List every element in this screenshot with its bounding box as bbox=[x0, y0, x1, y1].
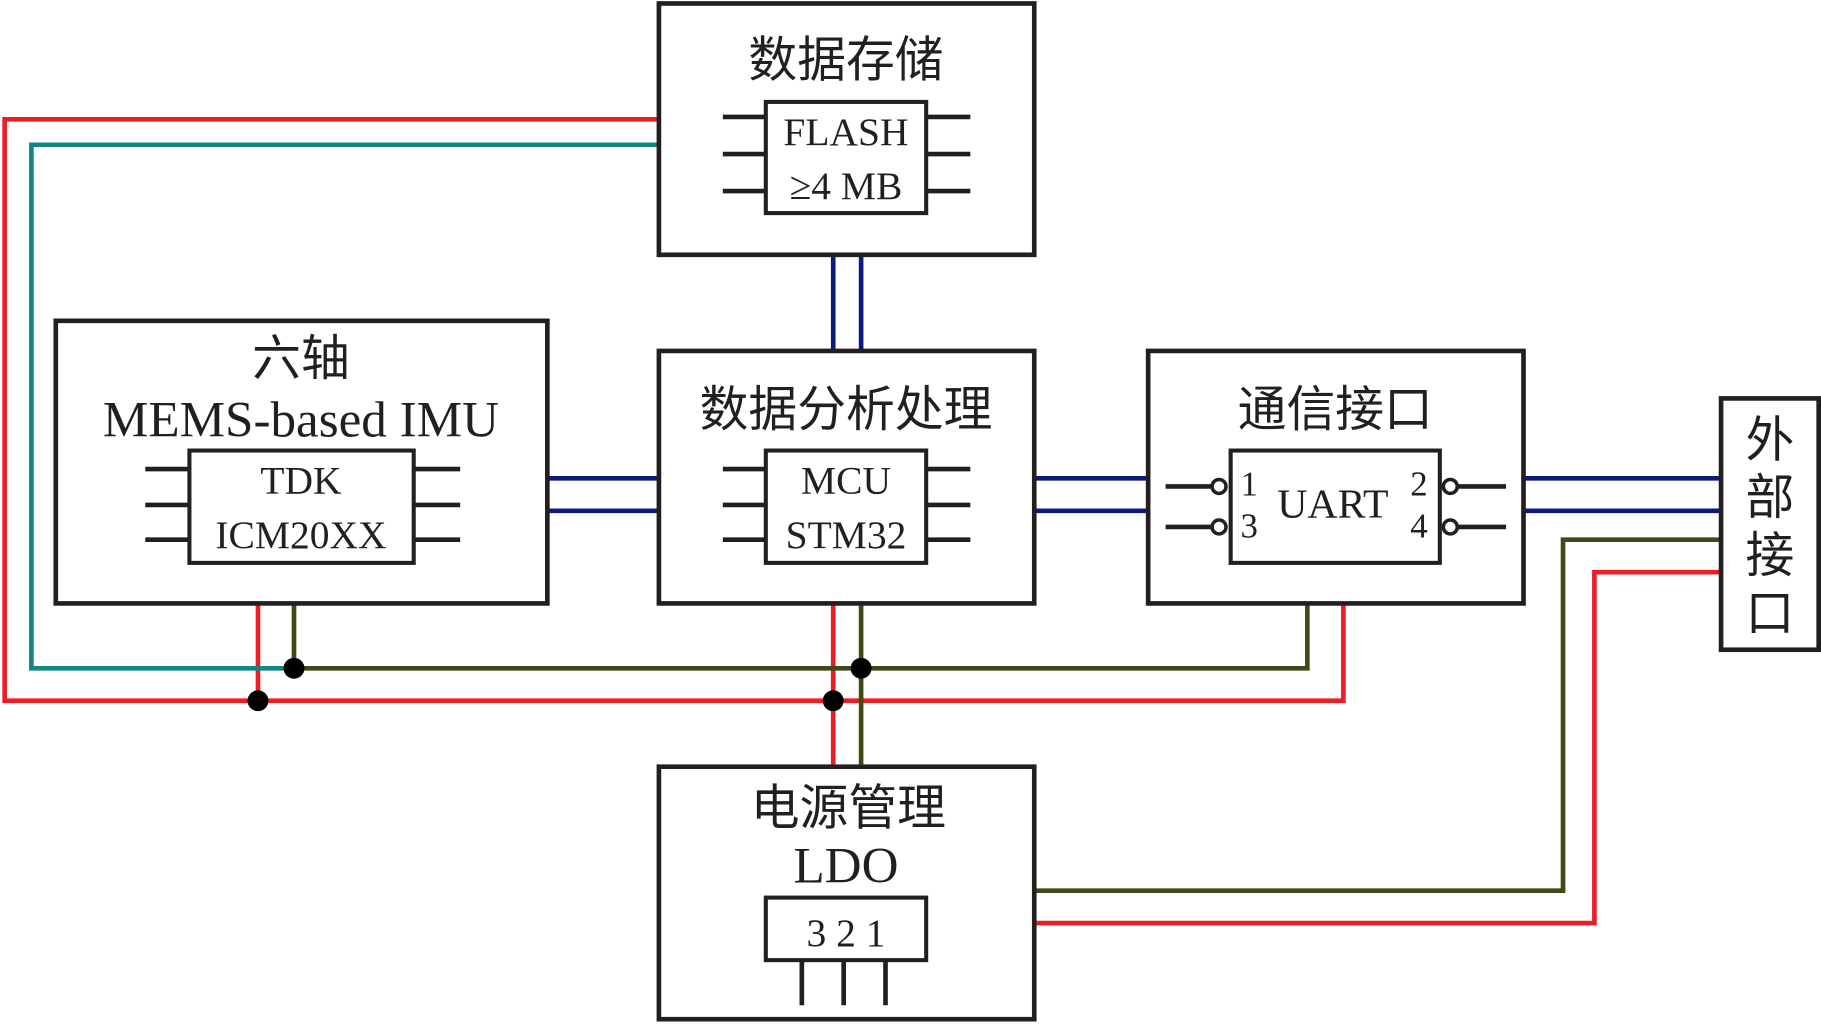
junction-dot bbox=[822, 690, 844, 712]
bus-imu-mcu bbox=[547, 476, 659, 514]
imu-chip-model: ICM20XX bbox=[215, 513, 386, 557]
uart-pin-1: 1 bbox=[1241, 465, 1258, 504]
flash-size: ≥4 MB bbox=[790, 164, 903, 208]
power-title: 电源管理 bbox=[751, 781, 946, 837]
bus-comm-external bbox=[1523, 476, 1722, 514]
bus-storage-mcu bbox=[830, 254, 864, 351]
external-title-char: 接 bbox=[1745, 528, 1794, 584]
power-wire-storage bbox=[2, 116, 1346, 704]
uart-chip bbox=[1228, 448, 1442, 565]
junction-dot bbox=[850, 657, 872, 679]
ldo-chip bbox=[763, 895, 929, 963]
ground-wire-external bbox=[1034, 537, 1722, 893]
power-wire-external bbox=[1034, 569, 1722, 926]
imu-chip-vendor: TDK bbox=[260, 458, 342, 502]
uart-pin-3: 3 bbox=[1241, 506, 1258, 545]
storage-block: 数据存储 FLASH ≥4 MB bbox=[656, 1, 1037, 258]
imu-subtitle: MEMS-based IMU bbox=[103, 393, 499, 449]
bus-mcu-comm bbox=[1034, 476, 1149, 514]
junction-dot bbox=[247, 690, 269, 712]
comm-block: 通信接口 UART 1 2 3 4 bbox=[1145, 348, 1526, 606]
mcu-chip bbox=[763, 448, 929, 565]
external-title-char: 口 bbox=[1745, 586, 1794, 642]
mcu-title: 数据分析处理 bbox=[700, 382, 993, 438]
imu-chip bbox=[187, 448, 416, 565]
mcu-chip-model: STM32 bbox=[786, 513, 907, 557]
flash-label: FLASH bbox=[783, 110, 908, 154]
imu-title: 六轴 bbox=[252, 331, 350, 387]
power-subtitle: LDO bbox=[793, 839, 898, 895]
mcu-chip-label: MCU bbox=[801, 458, 891, 502]
storage-title: 数据存储 bbox=[748, 33, 943, 89]
power-block: 电源管理 LDO 3 2 1 bbox=[656, 764, 1037, 1022]
signal-wire-storage bbox=[29, 142, 659, 671]
junction-dot bbox=[283, 657, 305, 679]
comm-title: 通信接口 bbox=[1238, 382, 1433, 438]
mcu-block: 数据分析处理 MCU STM32 bbox=[656, 348, 1037, 606]
uart-label: UART bbox=[1277, 482, 1388, 528]
wires bbox=[2, 116, 1722, 926]
flash-chip bbox=[763, 99, 929, 216]
external-title-char: 外 bbox=[1745, 412, 1794, 468]
ground-wire-main bbox=[291, 603, 1310, 671]
external-title-char: 部 bbox=[1745, 470, 1794, 526]
ldo-pin-labels: 3 2 1 bbox=[807, 911, 886, 955]
external-interface-block: 外 部 接 口 bbox=[1718, 396, 1821, 653]
uart-pin-2: 2 bbox=[1410, 465, 1427, 504]
uart-pin-4: 4 bbox=[1410, 506, 1427, 545]
imu-block: 六轴 MEMS-based IMU TDK ICM20XX bbox=[53, 318, 550, 606]
